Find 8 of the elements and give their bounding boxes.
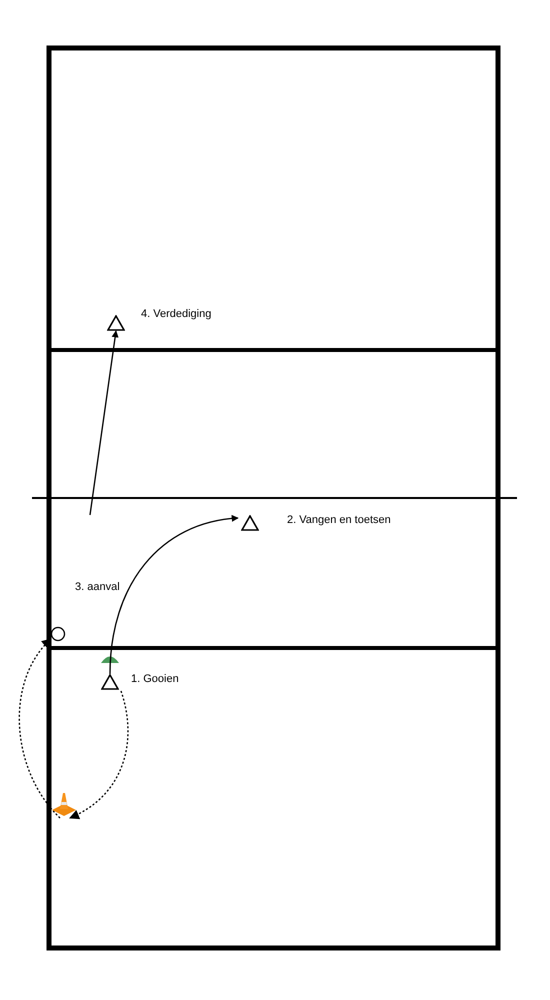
action-label: 3. aanval (75, 581, 120, 594)
player-label: 1. Gooien (131, 673, 179, 686)
arrow (109, 515, 239, 674)
player-label: 2. Vangen en toetsen (287, 514, 391, 527)
player-label: 4. Verdediging (141, 308, 212, 321)
dotted-arrow (69, 690, 129, 819)
dotted-arrow (18, 638, 60, 818)
arrow (89, 330, 119, 516)
